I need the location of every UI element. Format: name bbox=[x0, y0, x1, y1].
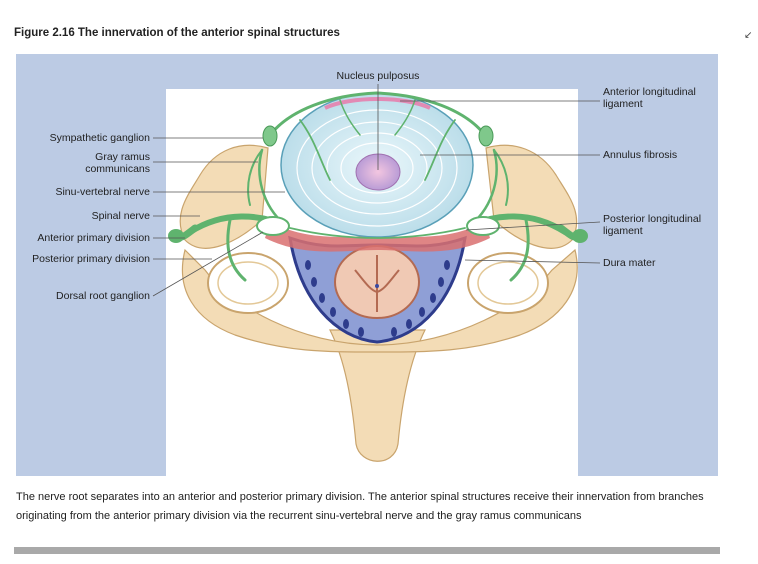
label-gray-ramus-communicans: Gray ramus communicans bbox=[85, 151, 150, 175]
label-posterior-longitudinal-ligament: Posterior longitudinal ligament bbox=[603, 213, 702, 237]
leader-lines bbox=[152, 84, 601, 297]
figure-caption: The nerve root separates into an anterio… bbox=[16, 491, 704, 522]
spinal-cord-grey-matter bbox=[354, 255, 400, 312]
central-canal bbox=[375, 284, 379, 288]
vertebral-arch bbox=[181, 248, 578, 353]
label-nucleus-pulposus: Nucleus pulposus bbox=[336, 70, 420, 82]
dorsal-root-ganglion-right bbox=[466, 216, 500, 236]
facet-joint-left-inner bbox=[217, 261, 279, 305]
annulus-lamellae bbox=[296, 109, 458, 227]
dorsal-root-ganglion-left bbox=[256, 216, 290, 236]
label-dura-mater: Dura mater bbox=[603, 257, 656, 269]
sympathetic-ganglion-left bbox=[262, 125, 278, 147]
nerve-end-right bbox=[572, 229, 588, 243]
figure-title: Figure 2.16 The innervation of the anter… bbox=[14, 27, 340, 39]
label-anterior-primary-division: Anterior primary division bbox=[37, 232, 150, 244]
facet-joint-right-inner bbox=[477, 261, 539, 305]
transverse-process-right bbox=[485, 144, 578, 249]
label-posterior-primary-division: Posterior primary division bbox=[32, 253, 150, 265]
label-annulus-fibrosis: Annulus fibrosis bbox=[603, 149, 678, 161]
label-anterior-longitudinal-ligament: Anterior longitudinal ligament bbox=[603, 86, 696, 110]
dura-mater-cells bbox=[305, 260, 450, 337]
label-sinu-vertebral-nerve: Sinu-vertebral nerve bbox=[55, 186, 150, 198]
nerve-end-left bbox=[168, 229, 184, 243]
label-spinal-nerve: Spinal nerve bbox=[91, 210, 150, 222]
anterior-longitudinal-ligament-band bbox=[324, 97, 431, 110]
corner-mark: ↙ bbox=[744, 30, 753, 41]
spinous-process bbox=[329, 329, 426, 462]
sympathetic-ganglion-right bbox=[478, 125, 494, 147]
label-dorsal-root-ganglion: Dorsal root ganglion bbox=[56, 290, 150, 302]
footer-bar bbox=[14, 547, 720, 554]
label-sympathetic-ganglion: Sympathetic ganglion bbox=[49, 132, 150, 144]
